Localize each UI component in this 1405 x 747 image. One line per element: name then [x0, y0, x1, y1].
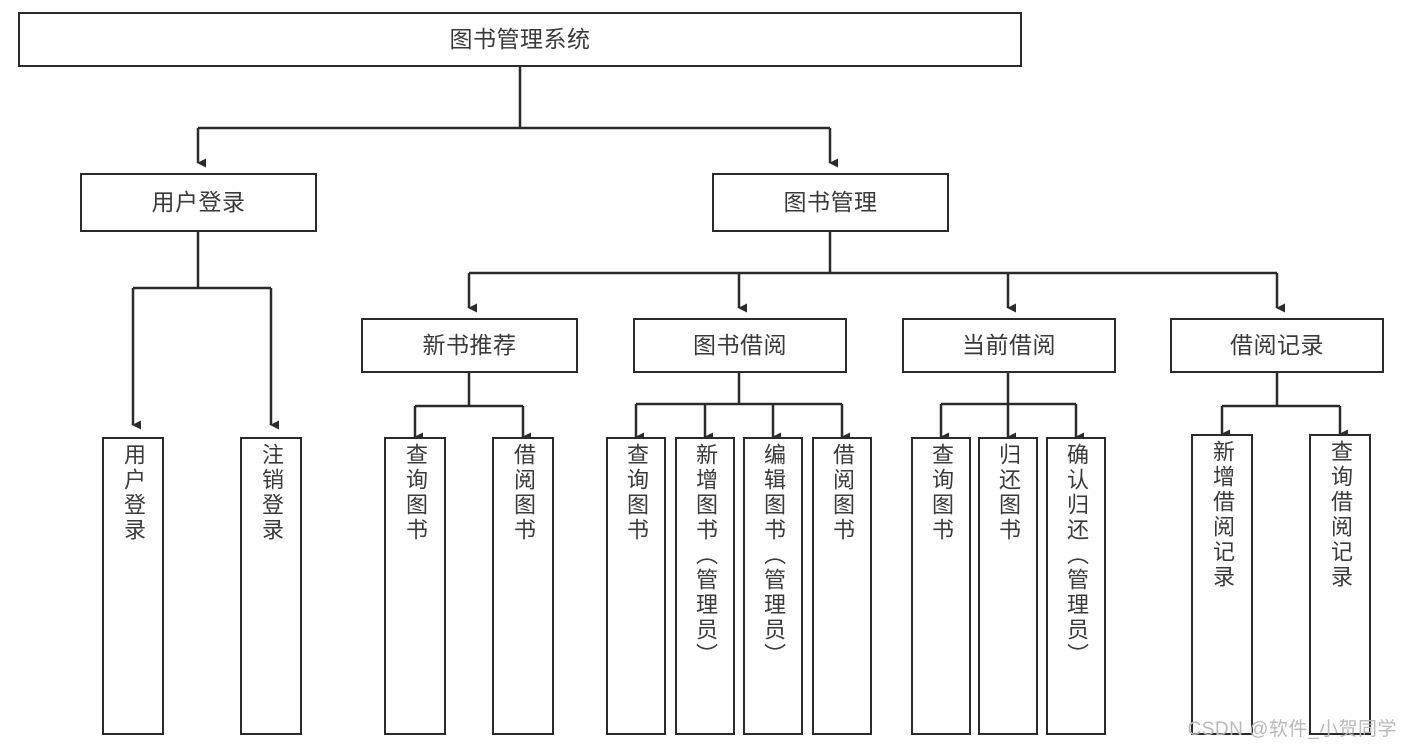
node-label-leaf-query-book-3: 查询图书	[929, 443, 954, 543]
node-label-user-login: 用户登录	[151, 189, 246, 216]
node-label-leaf-add-borrow-record: 新增借阅记录	[1210, 440, 1235, 590]
node-book-manage[interactable]: 图书管理	[712, 173, 949, 232]
node-new-book-recommend[interactable]: 新书推荐	[361, 318, 578, 373]
node-label-leaf-logout: 注销登录	[259, 443, 284, 543]
node-label-leaf-query-book-1: 查询图书	[403, 443, 428, 543]
node-label-leaf-user-login: 用户登录	[121, 443, 146, 543]
node-label-leaf-query-book-2: 查询图书	[624, 443, 649, 543]
node-leaf-borrow-book-2[interactable]: 借阅图书	[812, 437, 872, 735]
node-user-login[interactable]: 用户登录	[80, 173, 317, 232]
node-label-leaf-borrow-book-1: 借阅图书	[511, 443, 536, 543]
node-label-current-borrow: 当前借阅	[962, 332, 1056, 359]
node-leaf-query-book-3[interactable]: 查询图书	[911, 437, 971, 735]
node-label-book-manage: 图书管理	[783, 189, 878, 216]
node-label-leaf-return-book: 归还图书	[996, 443, 1021, 543]
node-leaf-confirm-return-admin[interactable]: 确认归还（管理员）	[1046, 437, 1106, 735]
node-leaf-edit-book-admin[interactable]: 编辑图书（管理员）	[743, 437, 803, 735]
node-leaf-query-borrow-record[interactable]: 查询借阅记录	[1309, 434, 1371, 735]
node-borrow-record[interactable]: 借阅记录	[1170, 318, 1384, 373]
node-root-system[interactable]: 图书管理系统	[18, 12, 1022, 67]
node-label-leaf-add-book-admin: 新增图书（管理员）	[693, 443, 718, 668]
node-label-leaf-query-borrow-record: 查询借阅记录	[1328, 440, 1353, 590]
node-leaf-borrow-book-1[interactable]: 借阅图书	[492, 437, 554, 735]
node-label-book-borrow: 图书借阅	[693, 332, 787, 359]
node-leaf-query-book-1[interactable]: 查询图书	[384, 437, 446, 735]
node-label-new-book-recommend: 新书推荐	[422, 332, 517, 359]
node-leaf-add-book-admin[interactable]: 新增图书（管理员）	[675, 437, 735, 735]
node-label-root-system: 图书管理系统	[449, 26, 591, 53]
node-leaf-query-book-2[interactable]: 查询图书	[606, 437, 666, 735]
node-leaf-user-login[interactable]: 用户登录	[102, 437, 164, 735]
node-label-leaf-borrow-book-2: 借阅图书	[830, 443, 855, 543]
node-label-leaf-confirm-return-admin: 确认归还（管理员）	[1064, 443, 1089, 668]
node-book-borrow[interactable]: 图书借阅	[633, 318, 847, 373]
node-label-leaf-edit-book-admin: 编辑图书（管理员）	[761, 443, 786, 668]
node-leaf-add-borrow-record[interactable]: 新增借阅记录	[1191, 434, 1253, 735]
node-current-borrow[interactable]: 当前借阅	[902, 318, 1116, 373]
node-leaf-logout[interactable]: 注销登录	[240, 437, 302, 735]
node-leaf-return-book[interactable]: 归还图书	[978, 437, 1038, 735]
node-label-borrow-record: 借阅记录	[1230, 332, 1324, 359]
